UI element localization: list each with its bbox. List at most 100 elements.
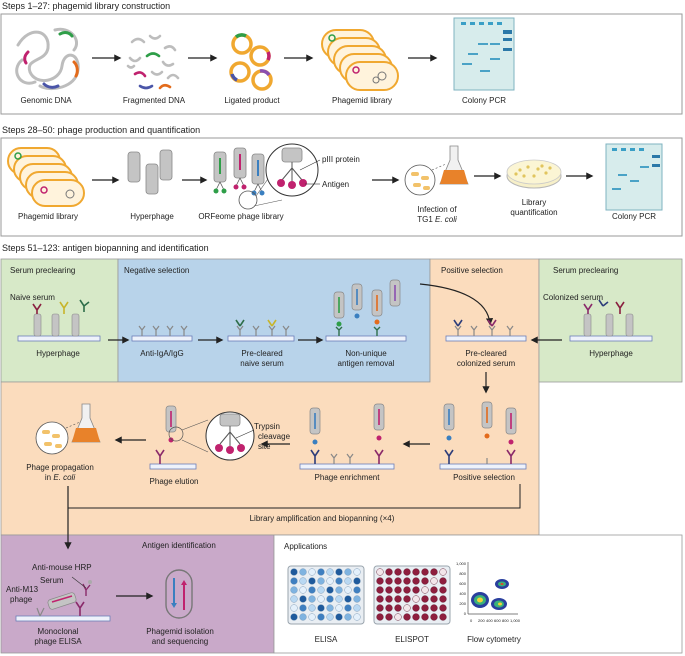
positive-selection-step-plate <box>439 401 527 470</box>
label-phagemid-iso-1: Phagemid isolation <box>146 627 214 636</box>
elispot-well <box>376 568 384 576</box>
elisa-well <box>317 604 325 612</box>
panel3-title: Steps 51–123: antigen biopanning and ide… <box>2 243 209 253</box>
elisa-well <box>308 568 316 576</box>
elisa-well <box>299 568 307 576</box>
elispot-well <box>430 613 438 621</box>
label-phage-prop-2: in E. coli <box>45 473 75 482</box>
bg-antigen-identification <box>0 534 275 654</box>
elispot-well <box>421 604 429 612</box>
elispot-well <box>403 604 411 612</box>
elispot-well <box>403 613 411 621</box>
elispot-well <box>394 568 402 576</box>
label-anti-mouse-hrp: Anti-mouse HRP <box>32 563 92 572</box>
elisa-well <box>335 586 343 594</box>
label-ligated-product: Ligated product <box>224 96 280 105</box>
flow-tick-x-1: 200 <box>478 618 485 623</box>
elispot-well <box>421 568 429 576</box>
elisa-well <box>299 577 307 585</box>
hyperphage-icon <box>127 149 173 195</box>
elisa-well <box>326 568 334 576</box>
label-amplification: Library amplification and biopanning (×4… <box>250 514 395 523</box>
elisa-well <box>344 568 352 576</box>
flow-tick-x-0: 0 <box>470 618 473 623</box>
elisa-well <box>335 613 343 621</box>
label-colony-pcr-2: Colony PCR <box>612 212 656 221</box>
elispot-well <box>421 586 429 594</box>
naive-serum-plate <box>17 299 101 342</box>
fragmented-dna-icon <box>126 34 180 90</box>
label-phage-prop-1: Phage propagation <box>26 463 94 472</box>
colonized-serum-plate <box>569 299 653 342</box>
elisa-well <box>308 604 316 612</box>
elisa-well <box>317 577 325 585</box>
label-monoclonal-1: Monoclonal <box>38 627 79 636</box>
elisa-well <box>353 604 361 612</box>
elispot-well <box>376 577 384 585</box>
elispot-well <box>421 577 429 585</box>
infection-flask-icon <box>404 145 469 196</box>
elispot-well <box>421 595 429 603</box>
genomic-dna-icon <box>15 27 80 91</box>
elispot-well <box>403 568 411 576</box>
elispot-plate-icon <box>373 565 451 625</box>
phage-propagation-icon <box>35 403 101 455</box>
elisa-well <box>290 604 298 612</box>
elispot-well <box>412 595 420 603</box>
flow-tick-y-2: 600 <box>459 581 466 586</box>
label-hyperphage-right: Hyperphage <box>589 349 633 358</box>
label-precleared-naive-1: Pre-cleared <box>241 349 282 358</box>
label-anti-m13-2: phage <box>10 595 33 604</box>
label-phage-enrichment: Phage enrichment <box>315 473 381 482</box>
label-genomic-dna: Genomic DNA <box>20 96 72 105</box>
elisa-well <box>326 586 334 594</box>
label-phagemid-library-2: Phagemid library <box>18 212 78 221</box>
label-colonized-serum: Colonized serum <box>543 293 603 302</box>
elisa-well <box>299 586 307 594</box>
elispot-well <box>385 604 393 612</box>
elisa-well <box>308 577 316 585</box>
elisa-well <box>335 604 343 612</box>
orfeome-phage-icon <box>213 143 321 210</box>
flow-tick-y-1: 800 <box>459 571 466 576</box>
elispot-well <box>439 595 447 603</box>
elispot-well <box>430 595 438 603</box>
elispot-well <box>403 595 411 603</box>
phagemid-library-icon <box>321 29 399 91</box>
label-phagemid-library: Phagemid library <box>332 96 392 105</box>
monoclonal-elisa-icon <box>15 576 111 622</box>
flow-tick-x-5: 1,000 <box>510 618 521 623</box>
label-precleared-col-2: colonized serum <box>457 359 516 368</box>
label-negative-selection: Negative selection <box>124 266 189 275</box>
label-colony-pcr: Colony PCR <box>462 96 506 105</box>
elispot-well <box>394 613 402 621</box>
elispot-well <box>412 586 420 594</box>
label-orfeome-phage-library: ORFeome phage library <box>198 212 283 221</box>
label-hyperphage-left: Hyperphage <box>36 349 80 358</box>
flow-tick-x-3: 600 <box>494 618 501 623</box>
label-serum: Serum <box>40 576 64 585</box>
elisa-well <box>299 613 307 621</box>
elispot-well <box>385 577 393 585</box>
ligated-product-icon <box>229 33 273 91</box>
elispot-well <box>412 568 420 576</box>
flow-tick-y-3: 400 <box>459 591 466 596</box>
elisa-well <box>290 568 298 576</box>
label-fragmented-dna: Fragmented DNA <box>123 96 186 105</box>
elispot-well <box>394 595 402 603</box>
bg-serum-preclearing-left <box>0 258 119 383</box>
label-positive-selection-step: Positive selection <box>453 473 515 482</box>
elisa-well <box>317 595 325 603</box>
elisa-well <box>290 613 298 621</box>
label-antigen-identification: Antigen identification <box>142 541 216 550</box>
elisa-well <box>344 577 352 585</box>
elispot-well <box>430 586 438 594</box>
label-hyperphage: Hyperphage <box>130 212 174 221</box>
label-anti-iga: Anti-IgA/IgG <box>140 349 184 358</box>
elispot-well <box>376 586 384 594</box>
elispot-well <box>412 604 420 612</box>
label-nonunique-1: Non-unique <box>345 349 387 358</box>
elispot-well <box>412 613 420 621</box>
elispot-well <box>376 613 384 621</box>
label-elisa: ELISA <box>315 635 338 644</box>
